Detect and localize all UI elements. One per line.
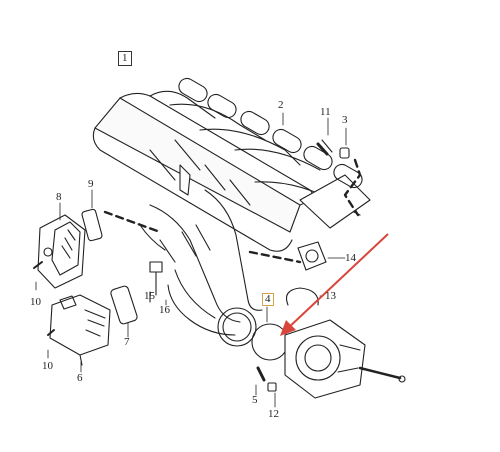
callout-10a: 10: [30, 296, 41, 308]
callout-14: 14: [345, 252, 356, 264]
screw-10a: [33, 261, 43, 269]
intake-manifold: [92, 90, 371, 336]
callout-13: 13: [325, 290, 336, 302]
callout-16: 16: [159, 304, 170, 316]
callout-11: 11: [320, 106, 331, 118]
callout-15: 15: [144, 290, 155, 302]
manifold-flange-opening: [222, 312, 252, 342]
bolts-11-3: [316, 139, 350, 159]
highlight-arrow: [280, 233, 389, 336]
callout-10b: 10: [42, 360, 53, 372]
engine-outline: [103, 158, 362, 264]
callout-2: 2: [278, 99, 284, 111]
hose-13: [285, 287, 319, 306]
callout-1: 1: [118, 51, 132, 66]
manifold-gaskets: [178, 77, 363, 189]
callout-6: 6: [77, 372, 83, 384]
callout-9: 9: [88, 178, 94, 190]
screw-5: [256, 366, 266, 382]
callout-5: 5: [252, 394, 258, 406]
throttle-body: [284, 319, 406, 399]
part-6-housing: [49, 294, 111, 366]
sensor-16: [149, 261, 163, 296]
screw-12: [267, 382, 277, 392]
callout-3: 3: [342, 114, 348, 126]
callout-7: 7: [124, 336, 130, 348]
part-8-housing: [37, 214, 86, 289]
callout-8: 8: [56, 191, 62, 203]
part-14-valve: [297, 241, 327, 271]
screw-10b: [47, 329, 55, 336]
part-7-gasket: [110, 285, 138, 325]
callout-12: 12: [268, 408, 279, 420]
part-9-gasket: [81, 208, 103, 242]
callout-4: 4: [262, 293, 274, 306]
